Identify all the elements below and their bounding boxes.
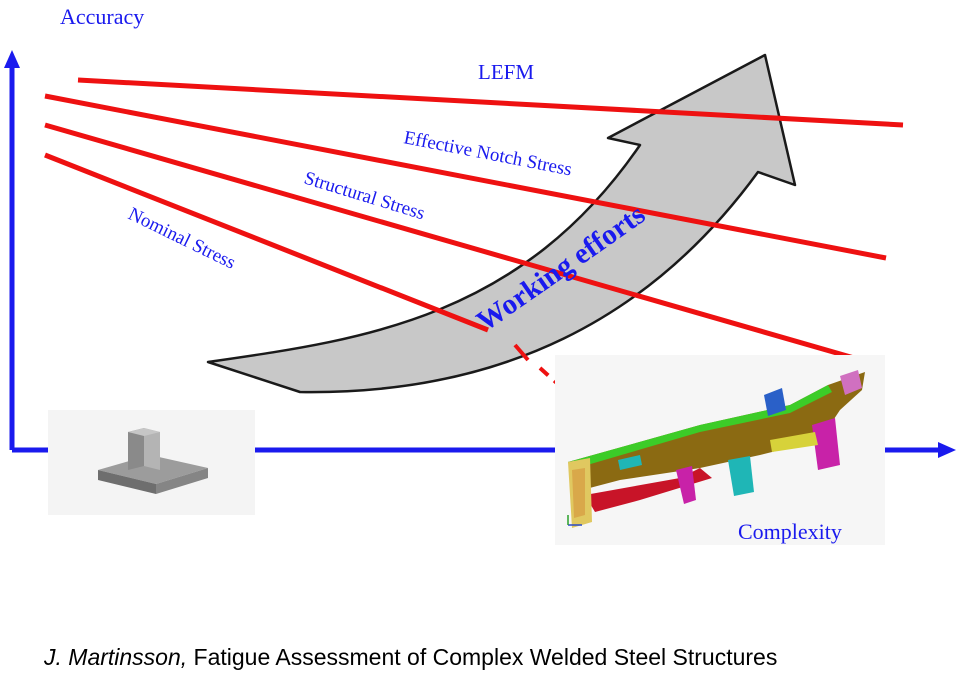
y-axis-label: Accuracy	[60, 4, 144, 29]
caption-title: Fatigue Assessment of Complex Welded Ste…	[193, 644, 778, 670]
x-axis	[12, 442, 956, 458]
structural-stress-line	[44, 122, 869, 365]
y-axis-arrowhead	[4, 50, 20, 68]
citation-caption: J. Martinsson, Fatigue Assessment of Com…	[44, 644, 777, 671]
x-axis-arrowhead	[938, 442, 956, 458]
nominal-stress-line	[44, 152, 489, 333]
nominal-stress-label: Nominal Stress	[125, 204, 239, 274]
simple-weld-specimen-image	[48, 410, 255, 515]
nominal-stress-extension-line	[513, 343, 530, 362]
complex-structure-image	[555, 355, 885, 545]
lefm-line	[77, 77, 904, 128]
effective-notch-stress-line	[44, 93, 887, 261]
lefm-label: LEFM	[478, 60, 534, 84]
caption-author: J. Martinsson,	[44, 644, 188, 670]
x-axis-label: Complexity	[738, 519, 842, 544]
y-axis	[4, 50, 20, 450]
working-efforts-arrow	[206, 53, 797, 394]
effective-notch-stress-label: Effective Notch Stress	[402, 127, 573, 180]
